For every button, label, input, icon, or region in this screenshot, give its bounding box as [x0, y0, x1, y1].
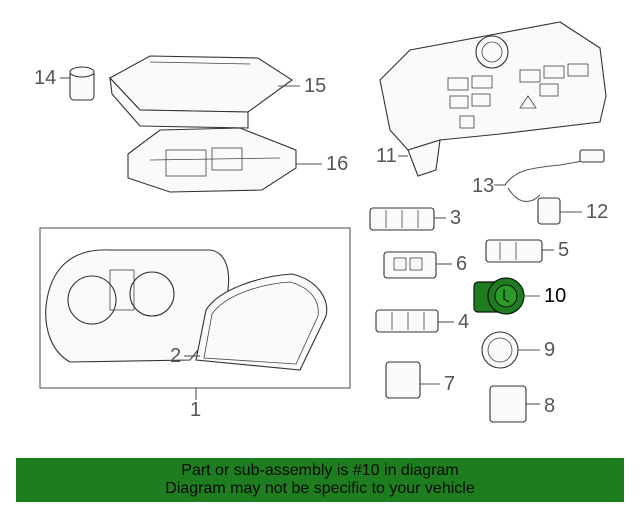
- callout-13: 13: [472, 175, 495, 197]
- part-9-button: [481, 331, 519, 369]
- part-6-switch: [383, 251, 437, 279]
- callout-7: 7: [444, 373, 456, 395]
- callout-16: 16: [326, 153, 349, 175]
- callout-14: 14: [34, 67, 57, 89]
- part-11-control-panel: [379, 21, 607, 177]
- part-5-switch: [485, 239, 543, 263]
- callout-10: 10: [544, 285, 567, 307]
- part-3-switch: [369, 207, 435, 231]
- banner-line-1: Part or sub-assembly is #10 in diagram: [181, 462, 459, 479]
- part-10-switch-highlighted: [473, 277, 525, 315]
- part-4-switch: [375, 309, 439, 333]
- leader-lines: [60, 77, 582, 405]
- callout-11: 11: [376, 145, 397, 167]
- callout-15: 15: [304, 75, 327, 97]
- banner-line-2: Diagram may not be specific to your vehi…: [165, 480, 475, 497]
- info-banner: Part or sub-assembly is #10 in diagram D…: [16, 458, 624, 502]
- part-12-connector: [537, 197, 561, 225]
- callout-12: 12: [586, 201, 609, 223]
- part-1-frame: [39, 227, 351, 389]
- part-8-switch: [489, 385, 527, 423]
- part-13-cable: [504, 149, 605, 202]
- callout-1: 1: [190, 399, 202, 421]
- callout-5: 5: [558, 239, 570, 261]
- part-2-lens: [195, 273, 328, 371]
- part-14-knob: [69, 66, 95, 101]
- part-7-switch: [385, 361, 421, 399]
- part-1-cluster: [45, 249, 230, 363]
- callout-6: 6: [456, 253, 468, 275]
- callout-4: 4: [458, 311, 470, 333]
- callout-3: 3: [450, 207, 462, 229]
- part-15-box: [109, 55, 293, 129]
- callout-8: 8: [544, 395, 556, 417]
- part-16-frame: [127, 127, 297, 193]
- callout-2: 2: [170, 345, 182, 367]
- callout-9: 9: [544, 339, 556, 361]
